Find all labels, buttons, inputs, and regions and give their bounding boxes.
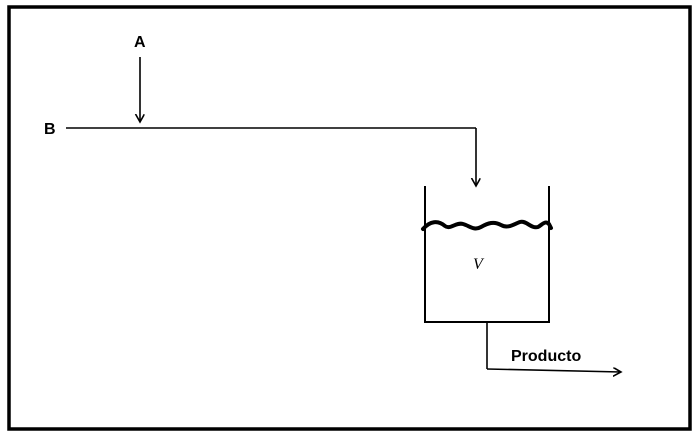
stream-a-label: A (134, 34, 146, 51)
tank-volume-label: V (473, 256, 485, 273)
product-label: Producto (511, 348, 581, 365)
stream-b-label: B (44, 121, 56, 138)
product-line-arrow (486, 369, 621, 372)
diagram-frame (7, 5, 692, 431)
liquid-surface-wave (421, 219, 553, 231)
tank-outline (424, 186, 550, 323)
